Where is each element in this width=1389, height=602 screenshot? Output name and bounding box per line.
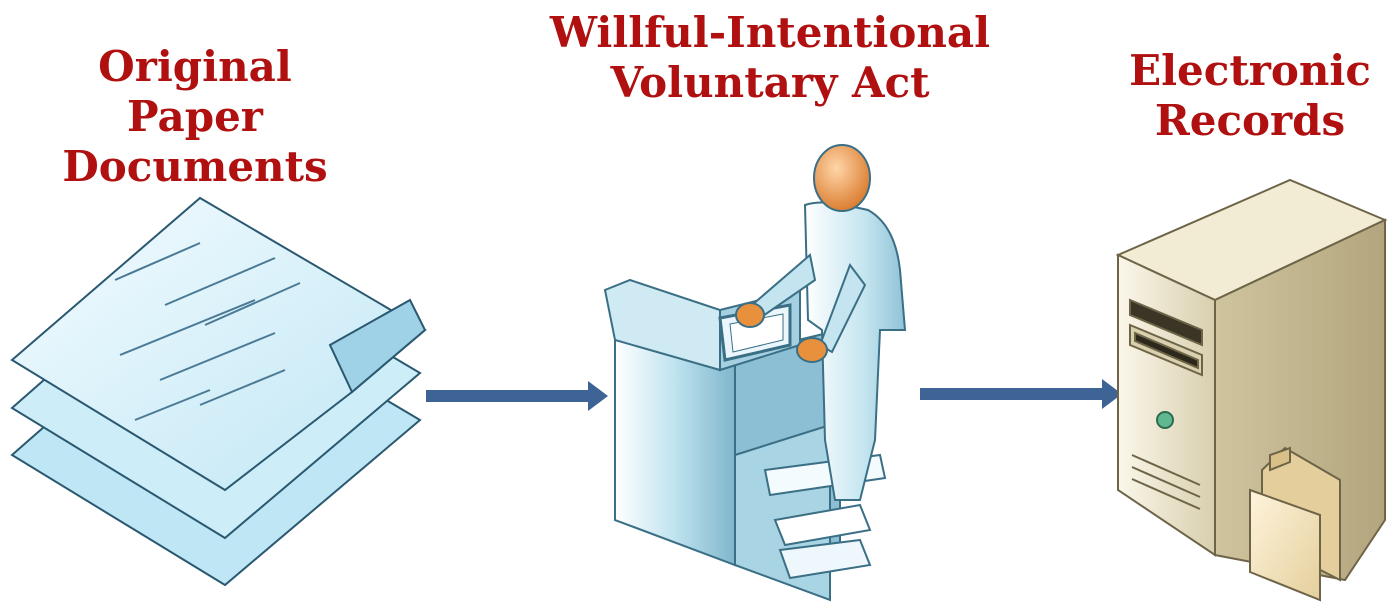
label-line: Paper <box>127 92 263 141</box>
label-line: Voluntary Act <box>610 58 930 107</box>
label-line: Willful-Intentional <box>549 8 991 57</box>
label-line: Records <box>1154 96 1346 145</box>
output-tray-middle <box>773 503 872 547</box>
person-head <box>813 144 871 212</box>
label-electronic-records: Electronic Records <box>1120 46 1380 146</box>
power-button <box>1156 411 1174 429</box>
person-right-hand <box>796 337 828 363</box>
paper-documents-icon <box>10 196 427 587</box>
output-tray-bottom <box>778 538 872 580</box>
person-left-hand <box>735 302 765 328</box>
label-original-paper-documents: Original Paper Documents <box>60 42 330 192</box>
label-line: Documents <box>62 142 328 191</box>
person-at-scanner-icon <box>603 144 907 602</box>
label-willful-intentional-act: Willful-Intentional Voluntary Act <box>500 8 1040 108</box>
tower-vents <box>1131 454 1201 510</box>
label-line: Electronic <box>1129 46 1371 95</box>
arrow-paper-to-scanner <box>426 381 608 411</box>
arrow-scanner-to-computer <box>920 379 1122 409</box>
paper-folded-corner <box>328 298 427 394</box>
computer-tower-icon <box>1115 178 1388 582</box>
drive-bay-1 <box>1129 298 1203 347</box>
folder-icon <box>1249 446 1341 602</box>
label-line: Original <box>98 42 292 91</box>
paper-text-lines <box>114 242 301 421</box>
